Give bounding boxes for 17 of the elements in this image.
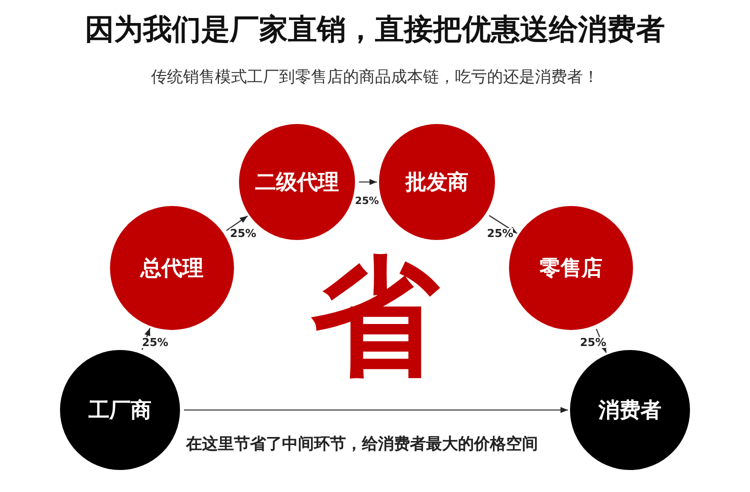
node-label: 工厂商 <box>88 397 152 424</box>
node-label: 批发商 <box>406 169 468 196</box>
arrow <box>184 406 568 414</box>
subtitle: 传统销售模式工厂到零售店的商品成本链，吃亏的还是消费者！ <box>150 68 600 86</box>
arrow <box>226 216 248 232</box>
node-label: 消费者 <box>598 397 662 424</box>
edge-label: 25% <box>355 197 379 207</box>
node-label: 总代理 <box>140 255 204 282</box>
arrow <box>488 215 518 234</box>
node-label: 零售店 <box>540 255 602 282</box>
node-label: 二级代理 <box>255 169 339 196</box>
edge-label: 25% <box>580 337 606 348</box>
arrow <box>359 178 377 186</box>
title: 因为我们是厂家直销，直接把优惠送给消费者 <box>84 11 666 48</box>
edge-label: 在这里节省了中间环节，给消费者最大的价格空间 <box>186 436 538 452</box>
edge-label: 25% <box>142 337 168 348</box>
large-character: 省 <box>310 248 441 389</box>
